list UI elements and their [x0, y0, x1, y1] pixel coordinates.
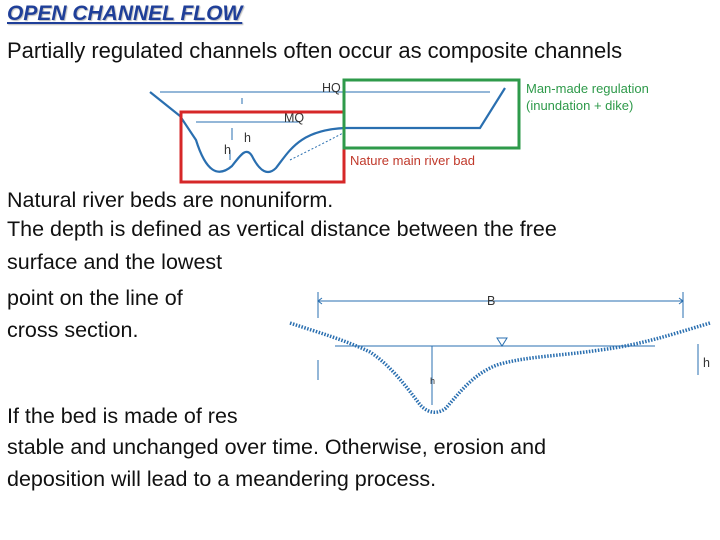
regulation-label-line1: Man-made regulation — [526, 81, 649, 96]
paragraph1-line1: Natural river beds are nonuniform. — [7, 188, 334, 212]
riverbed-profile — [289, 321, 711, 414]
h-label-left: h — [224, 143, 231, 157]
natural-riverbed-label: Nature main river bad — [350, 153, 475, 168]
paragraph2-line2: stable and unchanged over time. Otherwis… — [7, 435, 547, 459]
width-dimension — [317, 292, 684, 318]
bank-height-label: h — [703, 356, 710, 370]
man-made-regulation-box — [342, 78, 521, 150]
composite-channel-figure: HQ MQ h h Man-made regulation (inundatio… — [149, 78, 649, 184]
paragraph1-line4: point on the line of — [7, 286, 183, 310]
regulation-label-line2: (inundation + dike) — [526, 98, 633, 113]
slide-subtitle: Partially regulated channels often occur… — [7, 38, 623, 63]
paragraph1-line2: The depth is defined as vertical distanc… — [7, 217, 557, 241]
mq-label: MQ — [284, 111, 304, 125]
paragraph1-line3: surface and the lowest — [7, 250, 223, 274]
water-levels — [160, 91, 490, 161]
hq-label: HQ — [322, 81, 341, 95]
paragraph1-line5: cross section. — [7, 318, 139, 342]
water-level-symbol — [496, 337, 508, 347]
h-label-right: h — [244, 131, 251, 145]
composite-channel-profile — [149, 87, 506, 174]
paragraph2-line3: deposition will lead to a meandering pro… — [7, 467, 437, 491]
paragraph2-line1: If the bed is made of res — [7, 404, 238, 428]
depth-markers — [229, 98, 243, 160]
width-label: B — [487, 294, 495, 308]
depth-label: h — [430, 376, 435, 386]
slide-title: OPEN CHANNEL FLOW — [7, 2, 243, 25]
